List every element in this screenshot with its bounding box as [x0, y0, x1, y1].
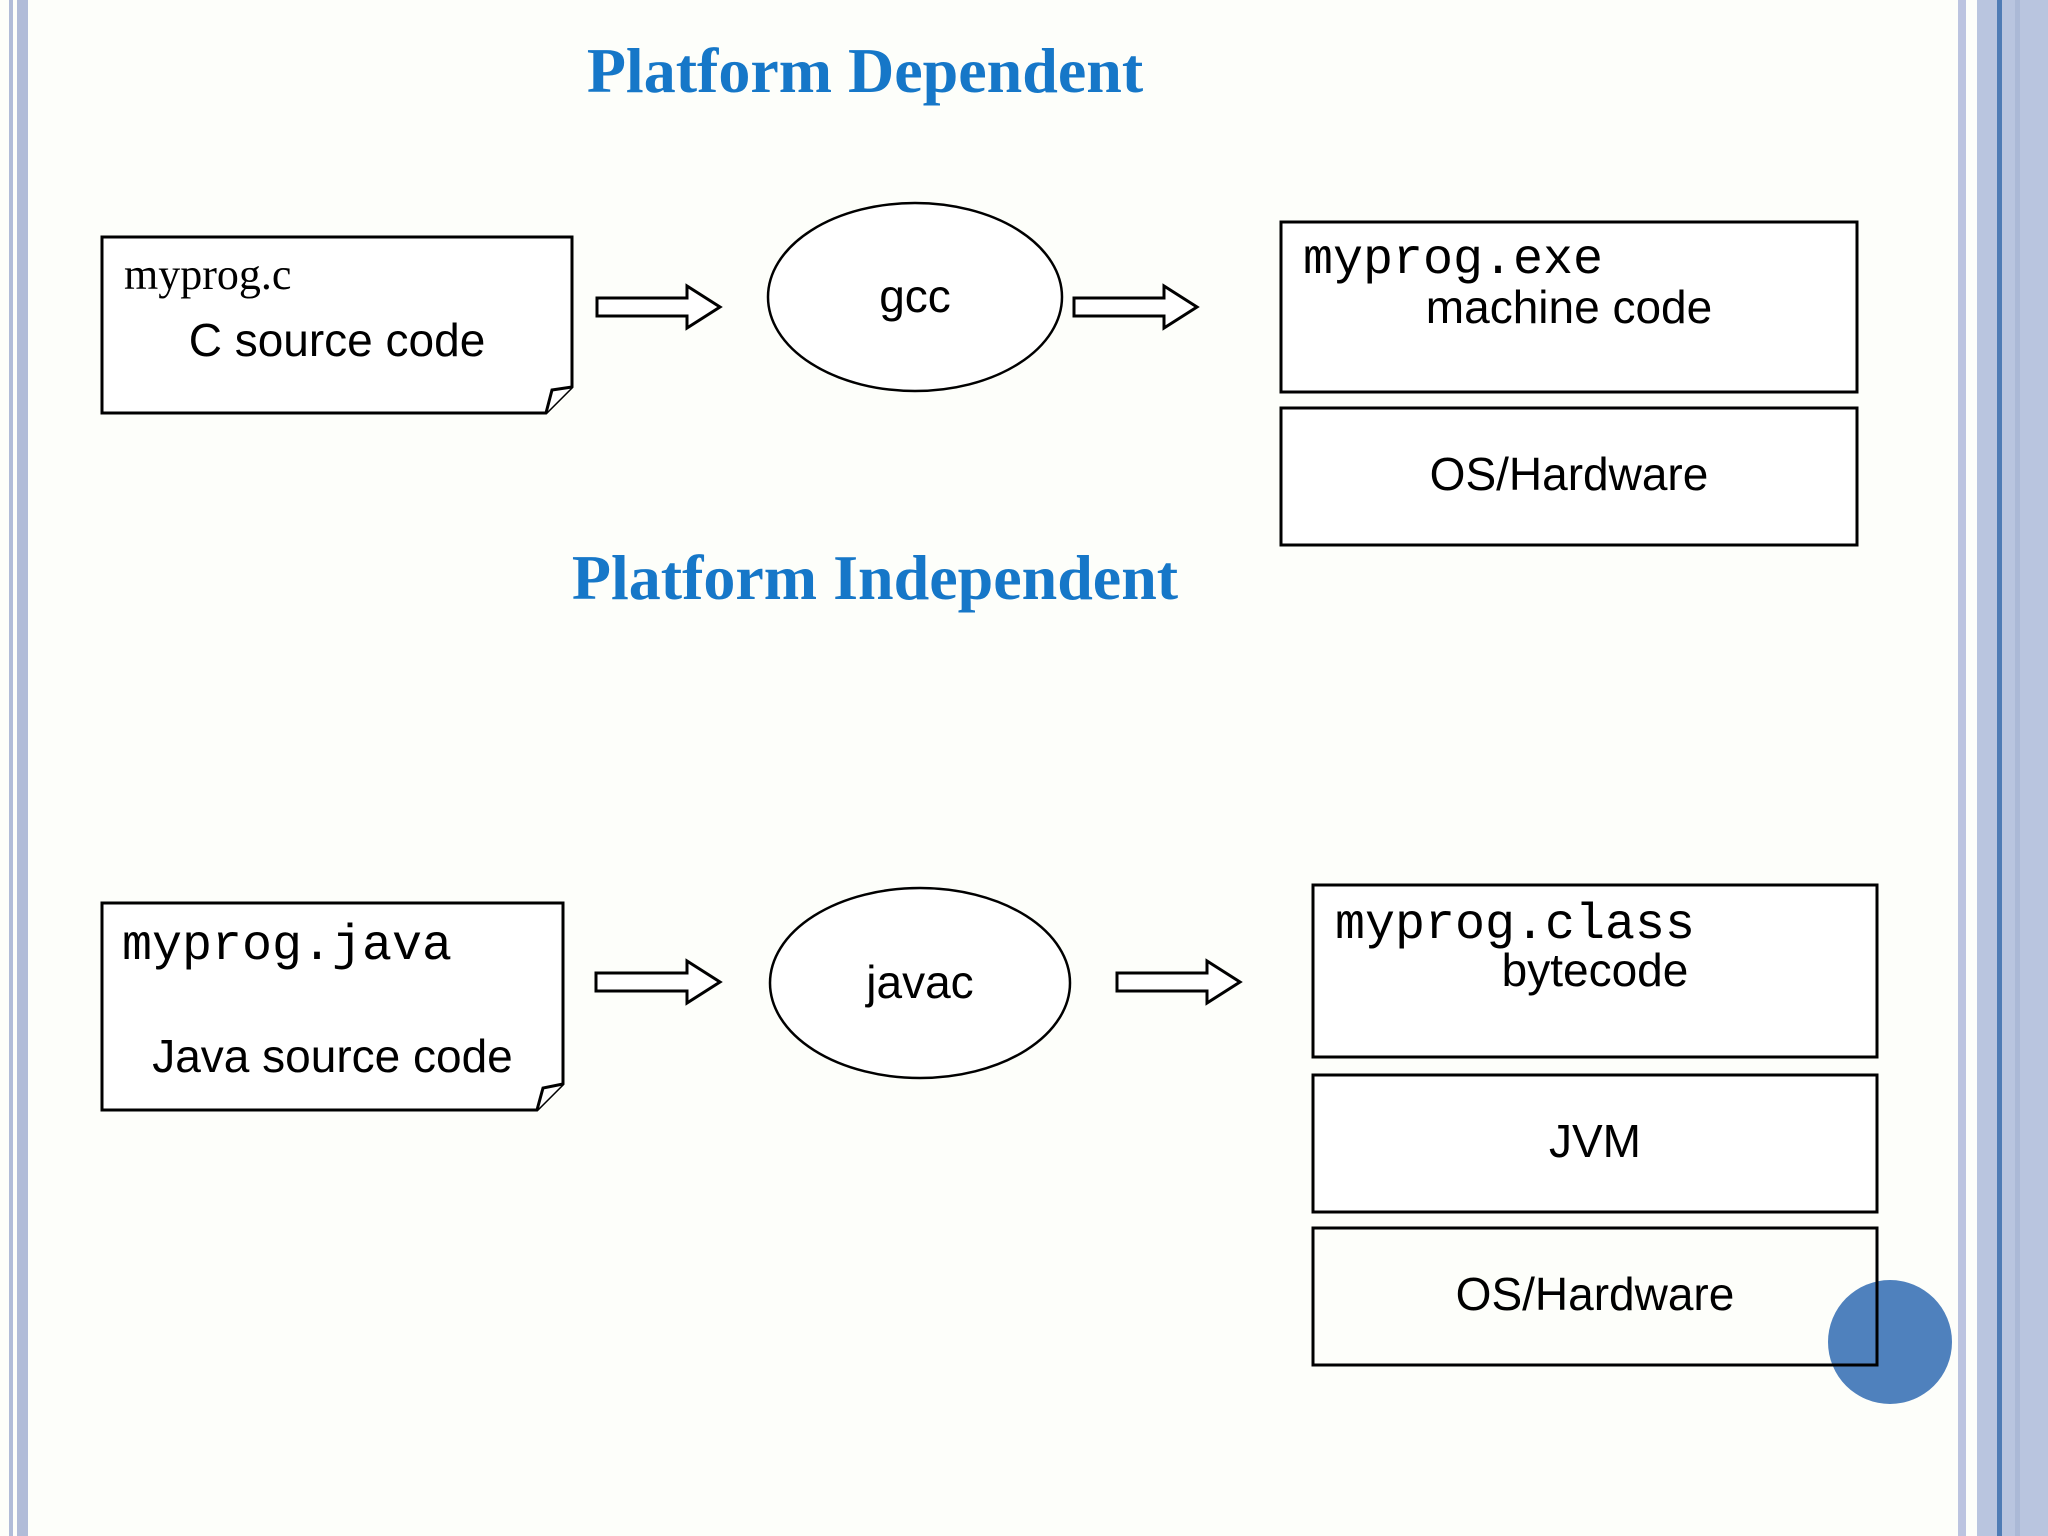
platform-independent-title: Platform Independent: [571, 542, 1179, 613]
arrow-gcc-to-exe-icon: [1072, 283, 1200, 331]
left-border-stripe-thin: [9, 0, 13, 1536]
myprog-c-filename: myprog.c: [124, 250, 292, 299]
myprog-exe-filename: myprog.exe: [1303, 232, 1604, 289]
gcc-compiler-ellipse: [766, 201, 1064, 393]
c-document-fold-corner-icon: [544, 385, 573, 414]
javac-compiler-ellipse: [768, 886, 1072, 1080]
arrow-java-to-javac-icon: [594, 958, 723, 1006]
os-hardware-box-row2: [1311, 1226, 1879, 1367]
myprog-class-filename: myprog.class: [1335, 897, 1696, 954]
os-hardware-label-row1: OS/Hardware: [1429, 448, 1709, 500]
machine-code-label: machine code: [1425, 281, 1713, 333]
c-source-code-label: C source code: [188, 314, 486, 366]
right-border-dark-line: [1997, 0, 2002, 1536]
right-border-inner-stripe: [2015, 0, 2020, 1536]
java-source-code-label: Java source code: [152, 1030, 513, 1082]
accent-circle-icon: [1828, 1280, 1952, 1404]
arrow-c-to-gcc-icon: [595, 283, 723, 331]
gcc-compiler-label: gcc: [879, 270, 951, 322]
jvm-box: [1311, 1073, 1879, 1214]
left-border-stripe-thick: [17, 0, 28, 1536]
platform-dependent-title: Platform Dependent: [586, 35, 1144, 106]
os-hardware-label-row2: OS/Hardware: [1455, 1268, 1735, 1320]
javac-compiler-label: javac: [866, 956, 974, 1008]
bytecode-box: [1311, 883, 1879, 1059]
arrow-javac-to-class-icon: [1115, 958, 1243, 1006]
os-hardware-box-row1: [1279, 406, 1859, 547]
right-border-band: [1977, 0, 2048, 1536]
jvm-label: JVM: [1549, 1115, 1641, 1167]
myprog-java-filename: myprog.java: [122, 918, 453, 975]
right-border-stripe-thin: [1958, 0, 1966, 1536]
java-document-fold-corner-icon: [535, 1082, 564, 1111]
machine-code-box: [1279, 220, 1859, 394]
bytecode-label: bytecode: [1501, 944, 1689, 996]
